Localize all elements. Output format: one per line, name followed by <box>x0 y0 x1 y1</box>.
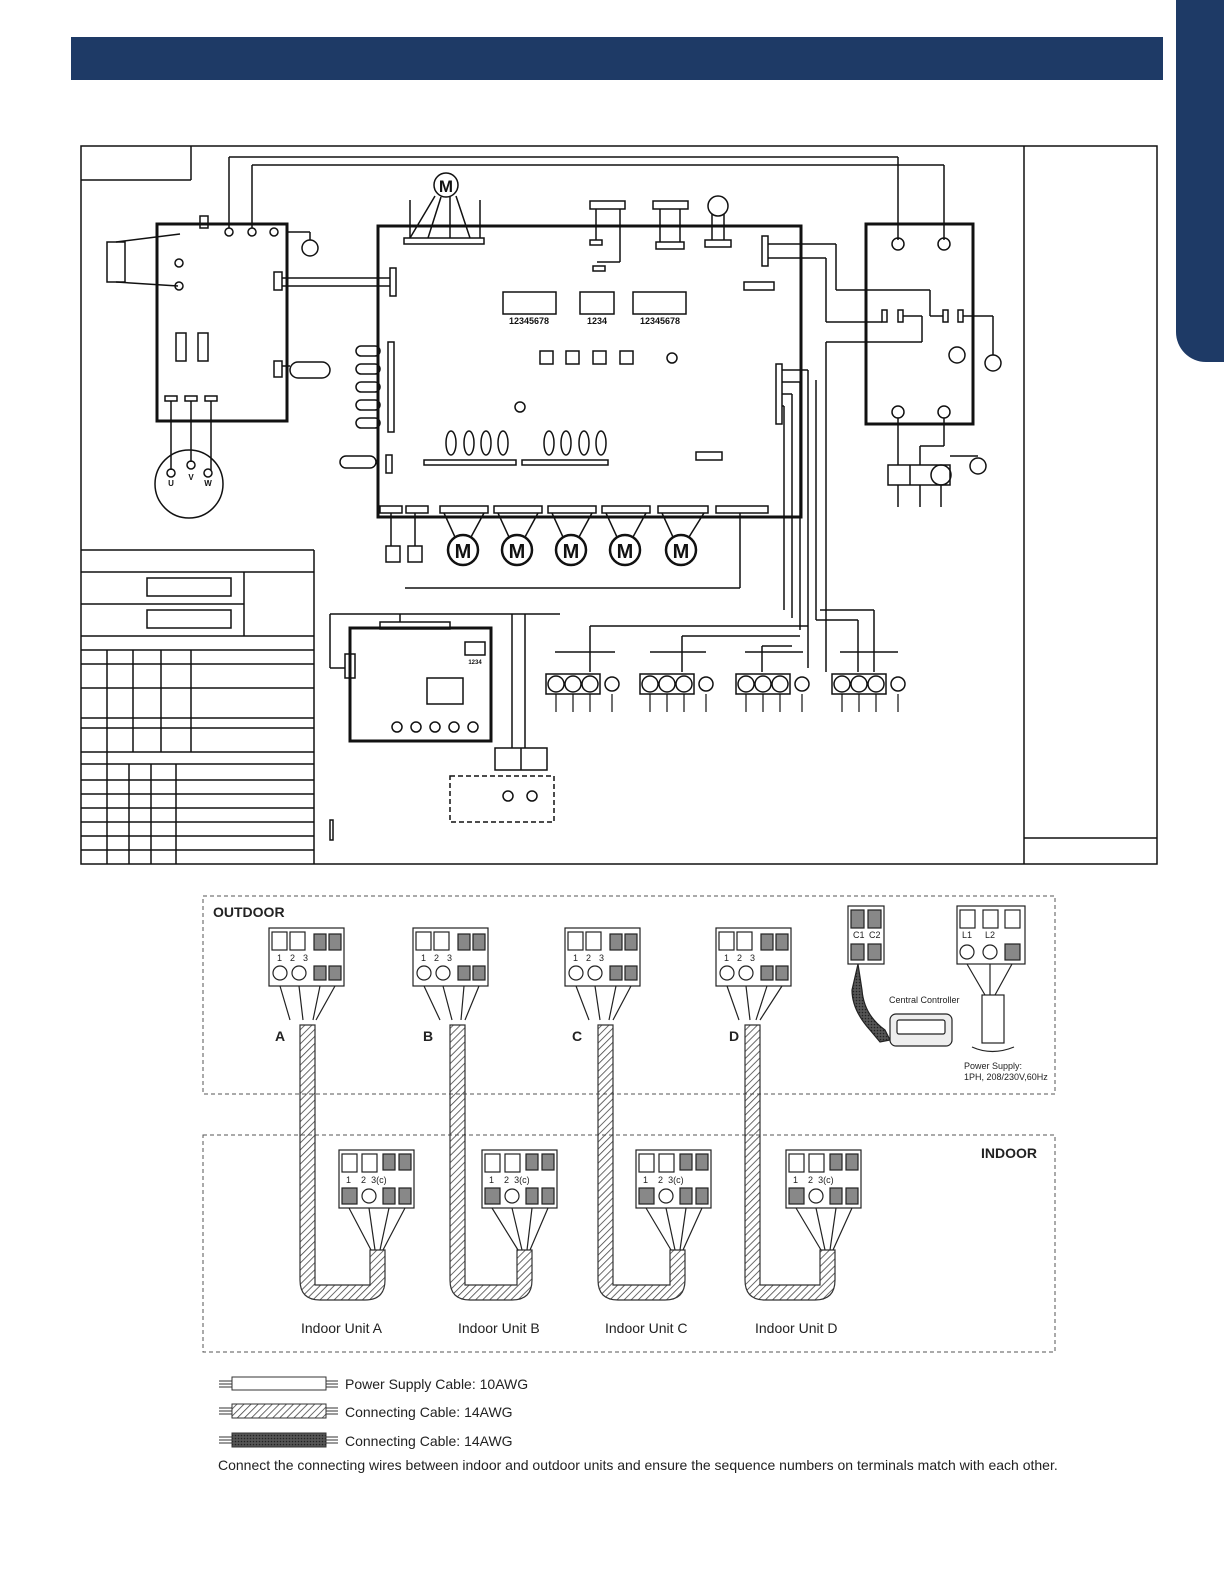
outdoor-terminal-numbers-c: 123 <box>573 953 613 963</box>
valve-motor-label: M <box>617 541 634 563</box>
power-supply-label: Power Supply: <box>964 1061 1023 1071</box>
dip-switch-3-label: 12345678 <box>640 316 680 326</box>
dip-switch-1-label: 12345678 <box>509 316 549 326</box>
central-controller-label: Central Controller <box>889 995 960 1005</box>
wiring-note: Connect the connecting wires between ind… <box>218 1457 1058 1473</box>
terminal-module <box>864 222 975 426</box>
indoor-terminal-numbers-c: 1 2 3(c) <box>643 1175 684 1185</box>
power-module <box>155 222 289 423</box>
outdoor-terminal-numbers-a: 123 <box>277 953 317 963</box>
outdoor-unit-letter-c: C <box>572 1028 583 1044</box>
indoor-unit-d-label: Indoor Unit D <box>755 1320 838 1336</box>
cable-d <box>744 1024 836 1301</box>
valve-motor-label: M <box>455 541 472 563</box>
central-controller-terminal-c1: C1 <box>853 930 865 940</box>
power-supply-spec: 1PH, 208/230V,60Hz <box>964 1072 1048 1082</box>
indoor-unit-a-label: Indoor Unit A <box>301 1320 382 1336</box>
display-board <box>348 626 493 743</box>
outdoor-terminal-d <box>715 927 792 1021</box>
main-pcb <box>376 224 803 519</box>
indoor-terminal-numbers-a: 1 2 3(c) <box>346 1175 387 1185</box>
power-terminal-l2: L2 <box>985 930 996 940</box>
indoor-unit-c-label: Indoor Unit C <box>605 1320 688 1336</box>
compressor-terminal-w: W <box>204 479 212 488</box>
outdoor-unit-letter-b: B <box>423 1028 434 1044</box>
cable-c <box>597 1024 686 1301</box>
legend-sample-power <box>219 1376 338 1391</box>
compressor-terminal-u: U <box>168 479 174 488</box>
cable-a <box>299 1024 386 1301</box>
wiring-schematic: M M M M M M 12345678 1234 12345678 1234 … <box>80 145 1158 865</box>
legend-connecting-cable-dark: Connecting Cable: 14AWG <box>345 1433 513 1449</box>
outdoor-terminal-a <box>268 927 345 1021</box>
legend-sample-dark <box>219 1432 338 1448</box>
indoor-terminal-a <box>338 1149 415 1251</box>
central-controller-terminal <box>847 905 953 1047</box>
outdoor-label: OUTDOOR <box>213 904 285 920</box>
compressor <box>154 449 224 519</box>
valve-motor-label: M <box>673 541 690 563</box>
side-tab <box>1176 0 1224 362</box>
indoor-terminal-d <box>785 1149 862 1251</box>
display-dip-label: 1234 <box>468 660 482 666</box>
outdoor-terminal-c <box>564 927 641 1021</box>
outdoor-terminal-b <box>412 927 489 1021</box>
power-supply-terminal <box>956 905 1026 1053</box>
outdoor-unit-letter-d: D <box>729 1028 740 1044</box>
central-controller-terminal-c2: C2 <box>869 930 881 940</box>
indoor-terminal-numbers-d: 1 2 3(c) <box>793 1175 834 1185</box>
valve-motor-label: M <box>563 541 580 563</box>
outdoor-unit-letter-a: A <box>275 1028 286 1044</box>
legend-sample-hatched <box>219 1403 338 1419</box>
fan-motor-label: M <box>439 177 453 196</box>
outdoor-terminal-numbers-b: 123 <box>421 953 461 963</box>
schematic-frame <box>80 145 1158 865</box>
indoor-terminal-b <box>481 1149 558 1251</box>
power-terminal-l1: L1 <box>962 930 973 940</box>
indoor-terminal-numbers-b: 1 2 3(c) <box>489 1175 530 1185</box>
legend-power-cable: Power Supply Cable: 10AWG <box>345 1376 529 1392</box>
legend-connecting-cable-hatched: Connecting Cable: 14AWG <box>345 1404 513 1420</box>
valve-motor-label: M <box>509 541 526 563</box>
indoor-label: INDOOR <box>981 1145 1037 1161</box>
indoor-terminal-c <box>635 1149 712 1251</box>
dip-switch-2-label: 1234 <box>587 316 607 326</box>
indoor-unit-b-label: Indoor Unit B <box>458 1320 540 1336</box>
compressor-terminal-v: V <box>188 473 194 482</box>
cable-b <box>449 1024 533 1301</box>
header-bar <box>71 37 1163 80</box>
outdoor-terminal-numbers-d: 123 <box>724 953 764 963</box>
